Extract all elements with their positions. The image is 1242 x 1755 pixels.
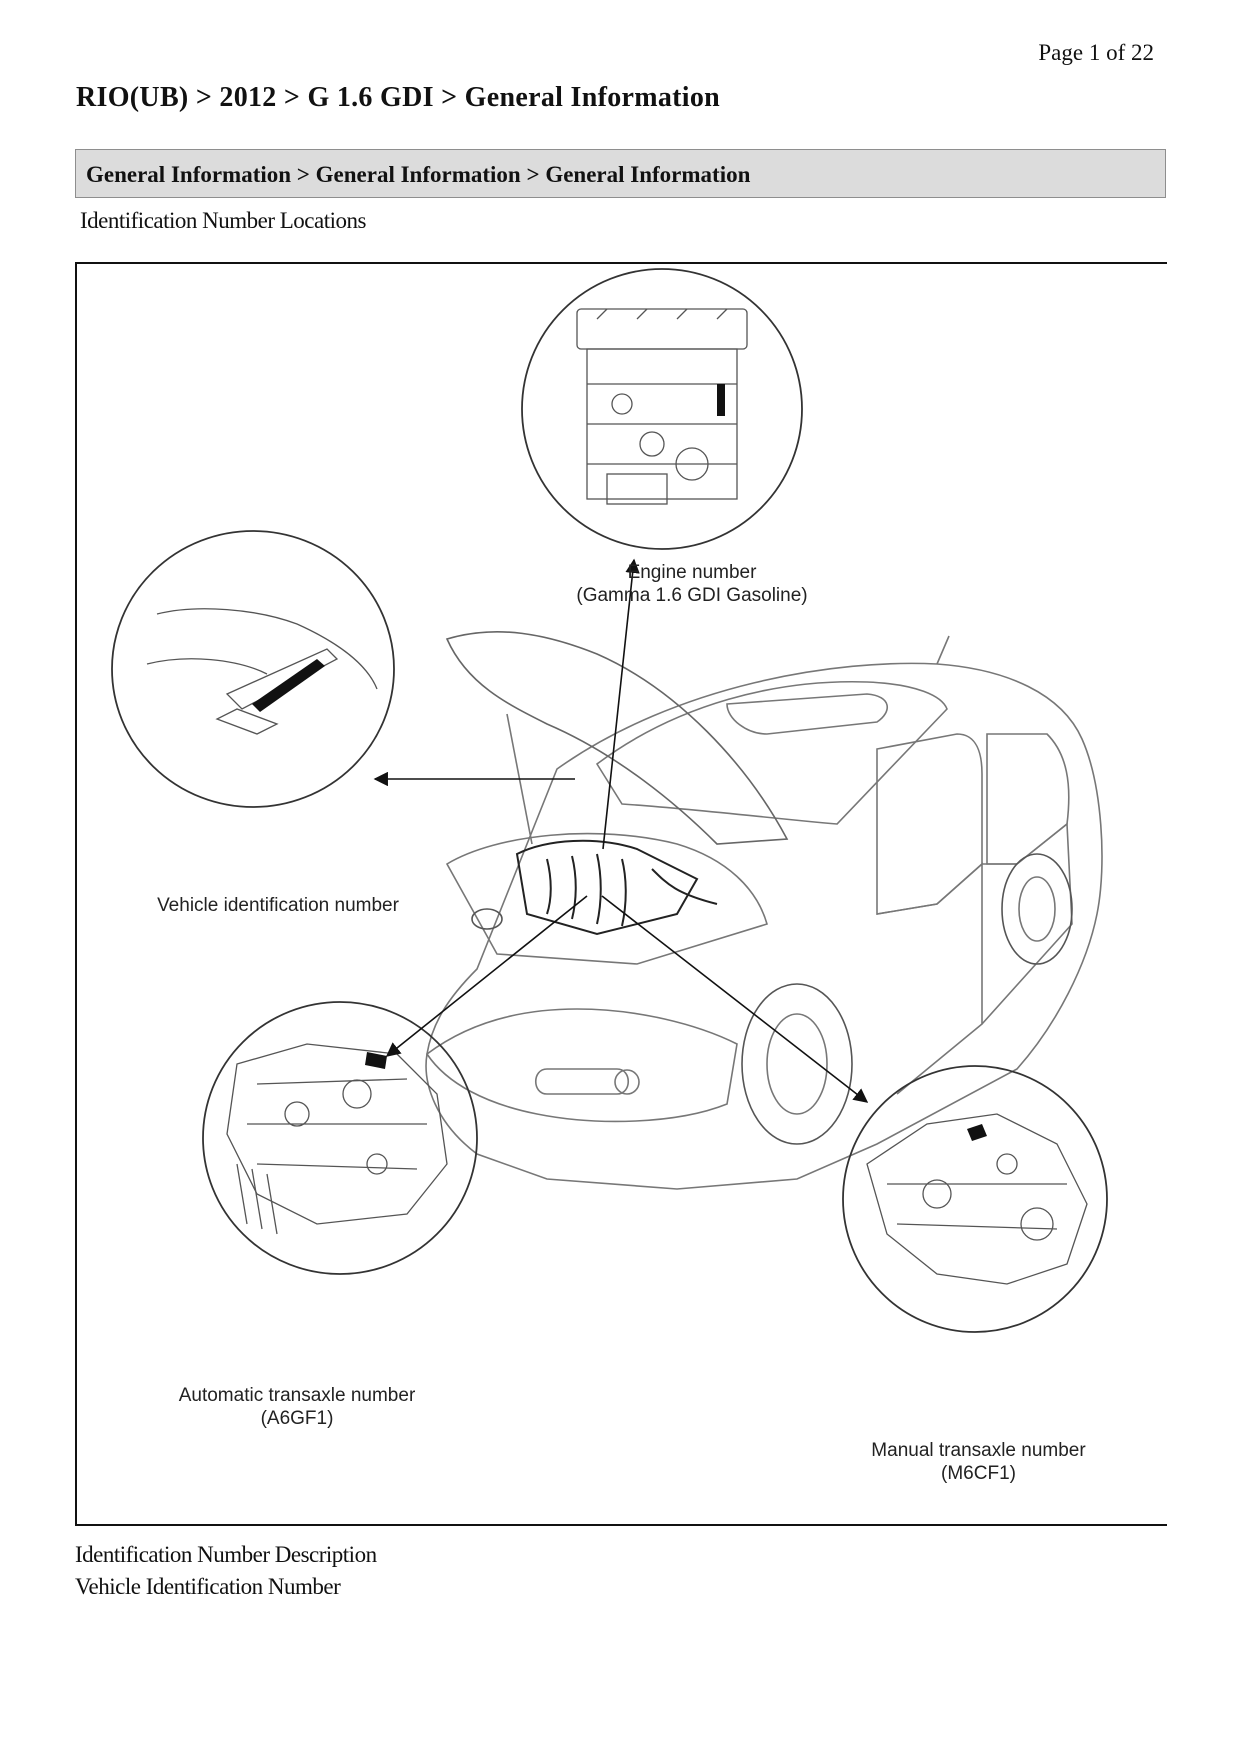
engine-number-marker (717, 384, 725, 416)
page-number: Page 1 of 22 (1038, 40, 1154, 65)
manual-transaxle-callout: Manual transaxle number (M6CF1) (850, 1439, 1107, 1485)
automatic-transaxle-label: Automatic transaxle number (178, 1385, 416, 1406)
manual-transaxle-circle (842, 1065, 1108, 1333)
manual-transaxle-code: (M6CF1) (941, 1463, 1016, 1484)
car-illustration (425, 631, 1103, 1190)
automatic-transaxle-marker (365, 1052, 387, 1069)
figure-illustration (111, 268, 1108, 1333)
engine-number-callout: Engine number (Gamma 1.6 GDI Gasoline) (555, 561, 829, 607)
vin-plate-marker (252, 659, 325, 712)
automatic-transaxle-code: (A6GF1) (260, 1408, 334, 1429)
section-header-bar: General Information > General Informatio… (75, 149, 1166, 198)
engine-number-label: Engine number (627, 562, 757, 583)
identification-locations-figure: Engine number (Gamma 1.6 GDI Gasoline) V… (75, 262, 1167, 1526)
document-title: RIO(UB) > 2012 > G 1.6 GDI > General Inf… (76, 82, 721, 113)
engine-detail-circle (521, 268, 803, 550)
vin-heading: Vehicle Identification Number (75, 1574, 341, 1599)
vin-callout: Vehicle identification number (130, 894, 426, 917)
automatic-arrow (385, 895, 588, 1057)
manual-transaxle-label: Manual transaxle number (871, 1440, 1086, 1461)
manual-transaxle-marker (967, 1124, 987, 1141)
engine-arrow (602, 558, 640, 850)
vin-detail-circle (111, 530, 395, 808)
manual-arrow (601, 895, 869, 1103)
vin-label: Vehicle identification number (157, 895, 399, 916)
automatic-transaxle-circle (202, 1001, 478, 1275)
leader-arrows (373, 558, 869, 1103)
section-subtitle: Identification Number Locations (80, 208, 366, 233)
identification-description-heading: Identification Number Description (75, 1542, 377, 1567)
engine-number-code: (Gamma 1.6 GDI Gasoline) (576, 585, 808, 606)
automatic-transaxle-callout: Automatic transaxle number (A6GF1) (162, 1384, 432, 1430)
section-breadcrumb: General Information > General Informatio… (86, 162, 751, 187)
